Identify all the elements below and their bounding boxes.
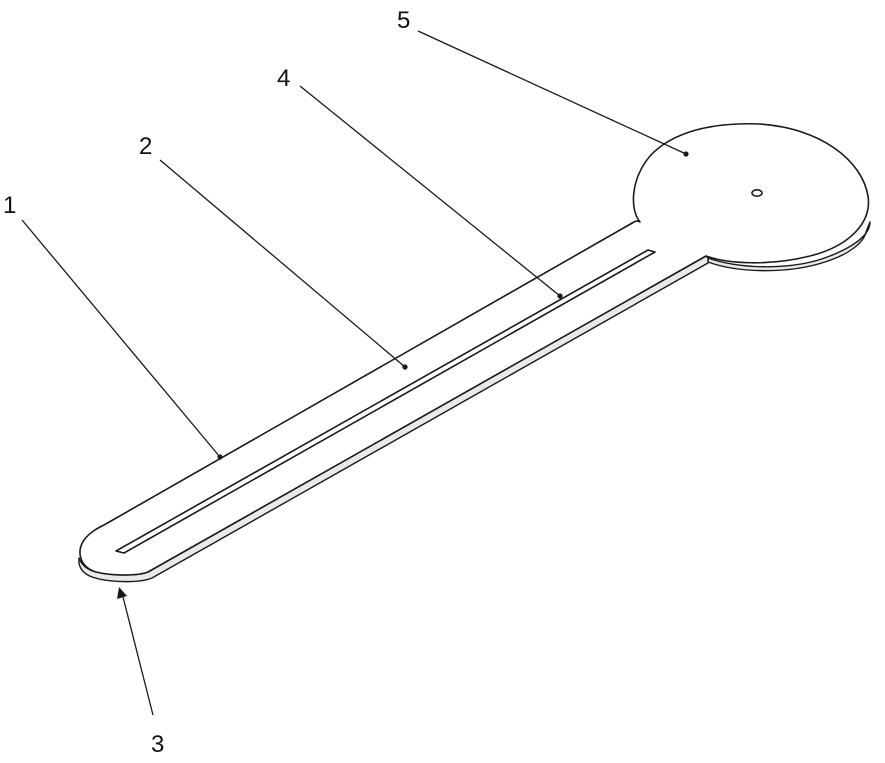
head-edge: [707, 221, 871, 272]
callout-label-4: 4: [277, 65, 290, 92]
leader-dot-1: [217, 454, 223, 460]
leader-lines: [21, 30, 689, 716]
leader-line-1: [21, 219, 221, 458]
leader-dot-5: [683, 151, 689, 157]
leader-line-3: [121, 592, 154, 716]
center-hole: [751, 189, 763, 198]
leader-dot-2: [402, 364, 408, 370]
callout-labels: 1 2 3 4 5: [3, 7, 410, 758]
leader-line-2: [159, 159, 406, 368]
callout-label-5: 5: [397, 7, 410, 34]
leader-line-5: [417, 30, 687, 155]
callout-label-2: 2: [139, 133, 152, 160]
callout-label-1: 1: [3, 192, 16, 219]
leader-arrowhead-3: [117, 587, 127, 599]
top-face: [79, 122, 870, 576]
spoon-shaped-part: [78, 122, 871, 583]
leader-dot-4: [557, 293, 563, 299]
long-slot: [115, 249, 656, 554]
callout-label-3: 3: [151, 731, 164, 758]
leader-line-4: [299, 85, 561, 297]
